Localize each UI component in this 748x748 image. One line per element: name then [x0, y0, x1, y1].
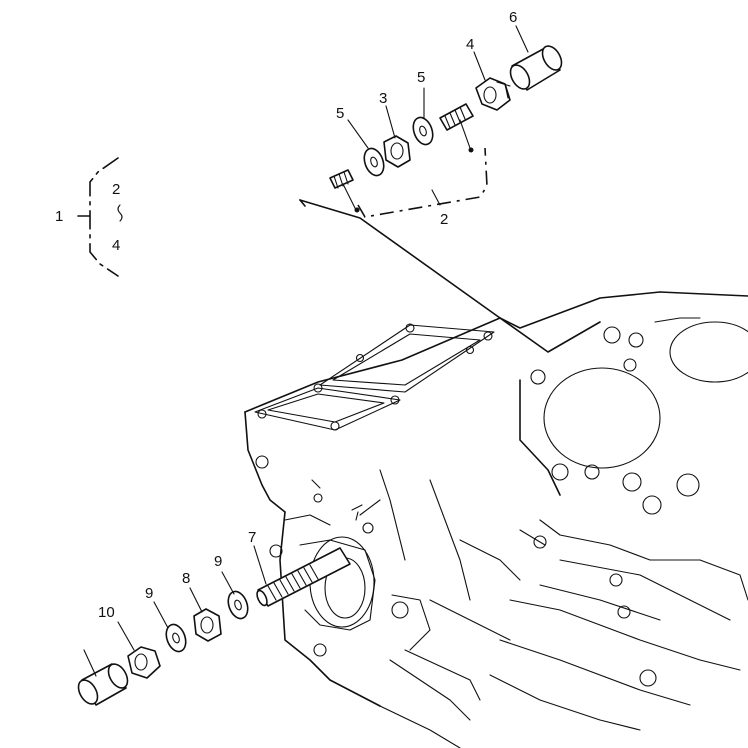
callout-1: 1 [55, 208, 63, 225]
upper-adjuster-assembly [299, 25, 601, 353]
upper-threaded-stud [439, 103, 474, 153]
callout-7: 7 [248, 529, 256, 546]
callout-4-bracket: 4 [112, 237, 120, 254]
callout-5-left: 5 [336, 105, 344, 122]
callout-9-left: 9 [145, 585, 153, 602]
nut-part-8 [193, 608, 222, 642]
callout-3: 3 [379, 90, 387, 107]
callout-6: 6 [509, 9, 517, 26]
acorn-nut-part-4 [475, 77, 511, 111]
lower-adjuster-assembly [77, 545, 351, 706]
nut-part-3 [383, 135, 411, 168]
legend-bracket [77, 157, 123, 277]
engine-block [244, 291, 748, 748]
callout-2-bracket: 2 [112, 181, 120, 198]
acorn-nut-part-10 [127, 646, 161, 679]
callout-9-right: 9 [214, 553, 222, 570]
washer-part-9-right [227, 590, 249, 620]
cap-part-6 [509, 45, 563, 91]
callout-8: 8 [182, 570, 190, 587]
callout-5-right: 5 [417, 69, 425, 86]
lower-cap [77, 663, 129, 706]
washer-part-5b [412, 116, 434, 146]
washer-part-5a [363, 147, 385, 177]
upper-stud-short [329, 169, 360, 213]
callout-10: 10 [98, 604, 115, 621]
stud-part-7 [256, 547, 351, 607]
washer-part-9-left [165, 623, 187, 653]
callout-4-top: 4 [466, 36, 474, 53]
callout-2-group: 2 [440, 211, 448, 228]
